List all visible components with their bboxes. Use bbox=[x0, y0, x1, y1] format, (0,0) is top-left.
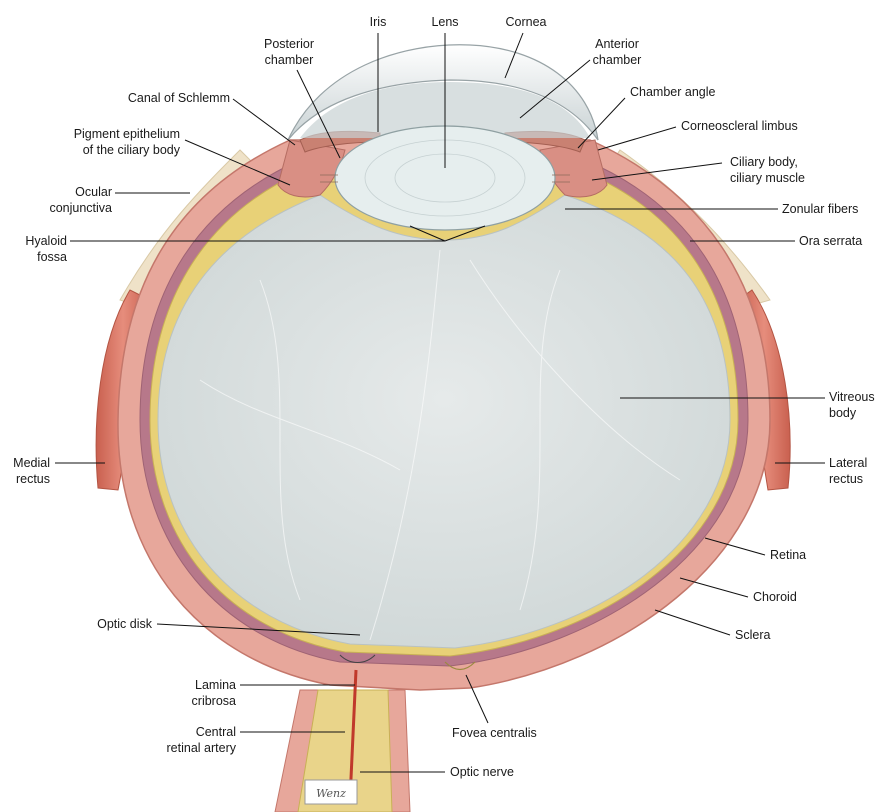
label-retina: Retina bbox=[770, 548, 807, 562]
fovea-shape bbox=[444, 661, 476, 671]
signature-box bbox=[304, 779, 358, 805]
label-central-retinal-artery: Central retinal artery bbox=[166, 725, 236, 755]
central-retinal-artery-line bbox=[348, 669, 358, 801]
label-canal-of-schlemm: Canal of Schlemm bbox=[127, 91, 230, 105]
label-optic-nerve: Optic nerve bbox=[450, 765, 514, 779]
label-cornea: Cornea bbox=[505, 15, 547, 29]
label-ciliary-body: Ciliary body, ciliary muscle bbox=[730, 155, 806, 185]
vitreous-body bbox=[157, 194, 731, 649]
cornea-shape bbox=[287, 44, 599, 141]
label-hyaloid-fossa: Hyaloid fossa bbox=[25, 234, 67, 264]
zonular-fibers-lines bbox=[320, 174, 570, 183]
label-lens: Lens bbox=[431, 15, 459, 29]
optic-disk-shape bbox=[339, 654, 376, 663]
label-medial-rectus: Medial rectus bbox=[13, 456, 50, 486]
label-fovea-centralis: Fovea centralis bbox=[452, 726, 537, 740]
label-lateral-rectus: Lateral rectus bbox=[829, 456, 868, 486]
label-corneoscleral-limbus: Corneoscleral limbus bbox=[681, 119, 798, 133]
label-iris: Iris bbox=[369, 15, 387, 29]
label-sclera: Sclera bbox=[735, 628, 771, 642]
label-chamber-angle: Chamber angle bbox=[630, 85, 716, 99]
label-lamina-cribrosa: Lamina cribrosa bbox=[191, 678, 236, 708]
label-ora-serrata: Ora serrata bbox=[799, 234, 863, 248]
leader-lines bbox=[55, 32, 825, 773]
label-ocular-conjunctiva: Ocular conjunctiva bbox=[49, 185, 112, 215]
label-zonular-fibers: Zonular fibers bbox=[782, 202, 859, 216]
label-choroid: Choroid bbox=[753, 590, 797, 604]
label-vitreous-body: Vitreous body bbox=[829, 390, 875, 420]
label-optic-disk: Optic disk bbox=[97, 617, 152, 631]
vitreous-strands bbox=[199, 249, 681, 641]
label-pigment-epithelium: Pigment epithelium of the ciliary body bbox=[73, 127, 180, 157]
label-posterior-chamber: Posterior chamber bbox=[263, 37, 315, 67]
label-anterior-chamber: Anterior chamber bbox=[592, 37, 642, 67]
signature-text: Wenz bbox=[316, 787, 346, 800]
